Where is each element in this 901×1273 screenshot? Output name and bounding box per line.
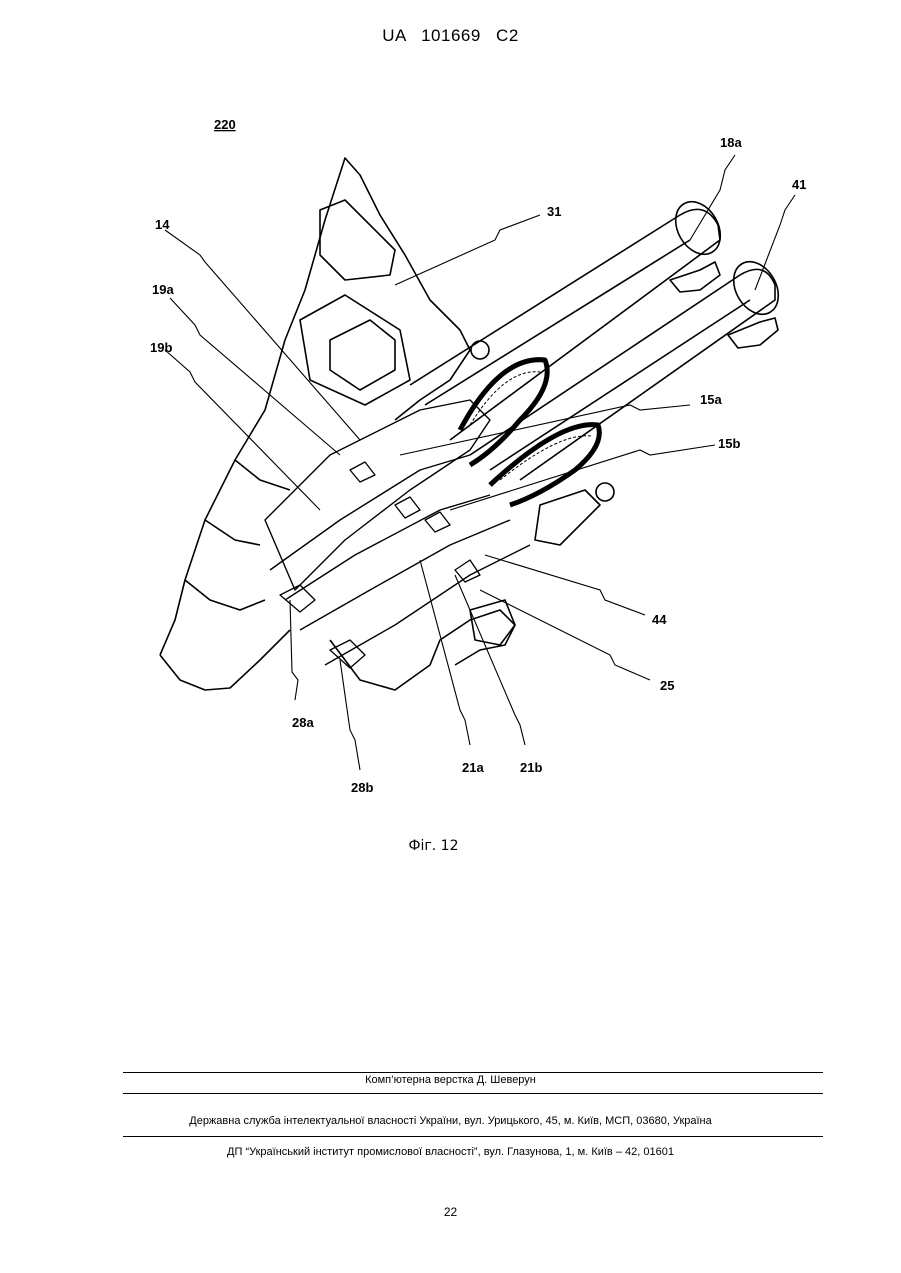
figure-caption: Фіг. 12	[0, 838, 901, 854]
technical-drawing-fig12: 220 18a 41 31 14 19a 19b 15a 15b 44 25 2…	[0, 0, 901, 900]
label-15a: 15a	[700, 392, 722, 407]
motor-block	[320, 200, 395, 280]
label-28b: 28b	[351, 780, 373, 795]
label-15b: 15b	[718, 436, 740, 451]
label-21a: 21a	[462, 760, 484, 775]
footer-rule-middle	[123, 1093, 823, 1094]
label-25: 25	[660, 678, 674, 693]
footer-service-address: Державна служба інтелектуальної власност…	[0, 1115, 901, 1127]
label-19a: 19a	[152, 282, 174, 297]
footer-layout-credit: Комп’ютерна верстка Д. Шеверун	[0, 1074, 901, 1086]
figure-caption-text: Фіг. 12	[408, 838, 458, 854]
label-19b: 19b	[150, 340, 172, 355]
label-14: 14	[155, 217, 170, 232]
footer-rule-bottom	[123, 1136, 823, 1137]
footer-rule-top	[123, 1072, 823, 1073]
label-41: 41	[792, 177, 806, 192]
label-18a: 18a	[720, 135, 742, 150]
tube-18a	[410, 209, 720, 440]
label-44: 44	[652, 612, 667, 627]
label-31: 31	[547, 204, 561, 219]
label-28a: 28a	[292, 715, 314, 730]
label-220: 220	[214, 117, 236, 132]
label-21b: 21b	[520, 760, 542, 775]
page-number: 22	[0, 1205, 901, 1219]
footer-institute-address: ДП “Український інститут промислової вла…	[0, 1146, 901, 1158]
